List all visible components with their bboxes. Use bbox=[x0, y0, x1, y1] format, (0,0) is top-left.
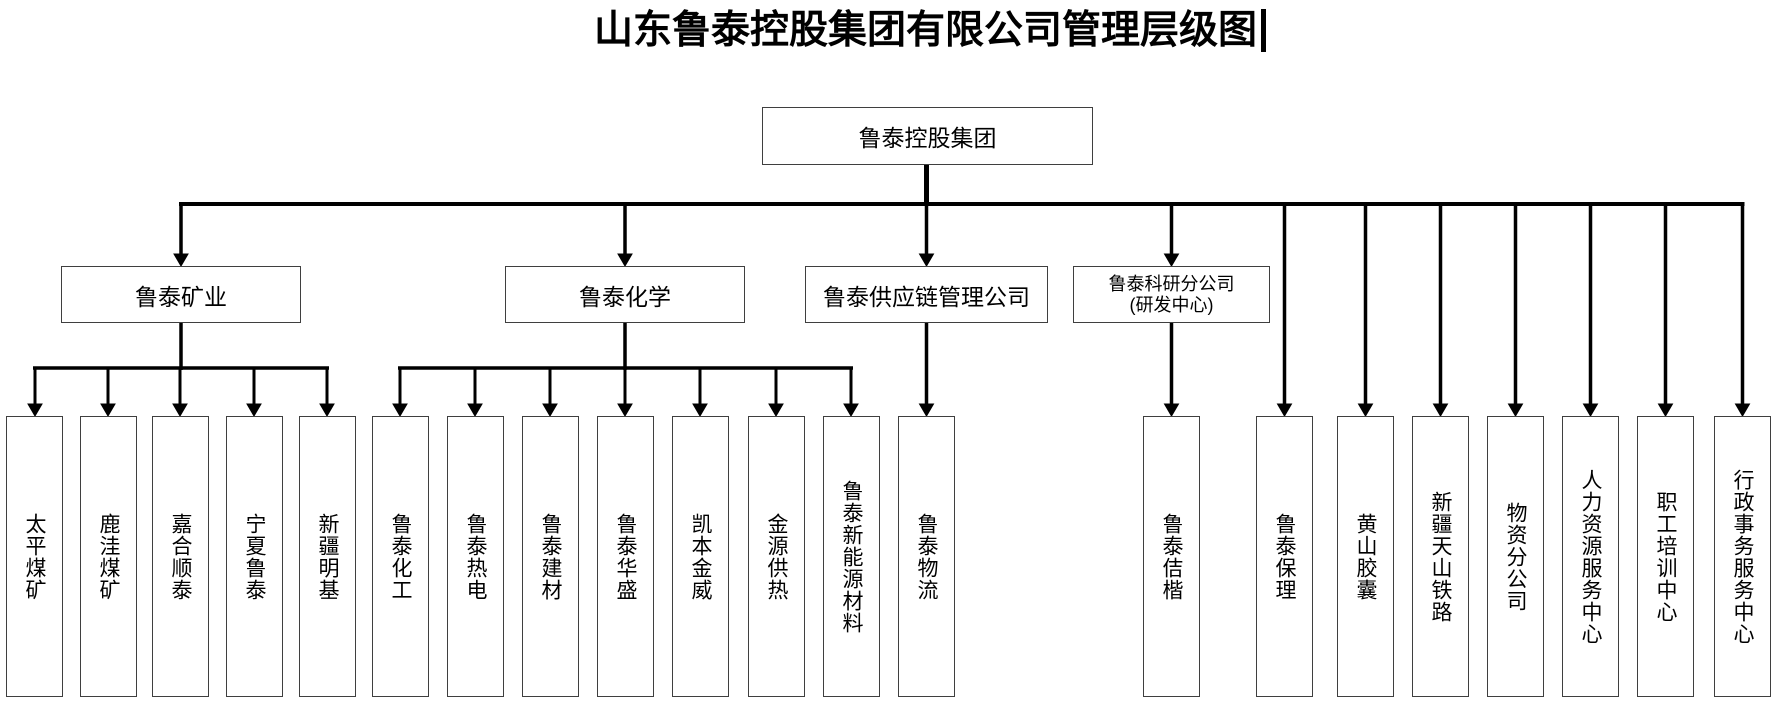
node-label: 太平煤矿 bbox=[23, 512, 46, 601]
research-label-line1: 鲁泰科研分公司 bbox=[1108, 273, 1235, 294]
arrowhead-down-icon bbox=[392, 403, 408, 417]
node-kaiben-jinwei: 凯本金威 bbox=[672, 416, 729, 697]
node-lutai-supply-chain: 鲁泰供应链管理公司 bbox=[805, 266, 1048, 323]
arrowhead-down-icon bbox=[1734, 403, 1751, 417]
chart-title: 山东鲁泰控股集团有限公司管理层级图 bbox=[594, 9, 1258, 52]
node-label: 人力资源服务中心 bbox=[1579, 468, 1602, 645]
node-label: 凯本金威 bbox=[689, 512, 712, 601]
arrowhead-down-icon bbox=[1432, 403, 1449, 417]
node-lutai-jikai: 鲁泰佶楷 bbox=[1143, 416, 1200, 697]
node-label: 职工培训中心 bbox=[1654, 490, 1677, 623]
node-hr-service-center: 人力资源服务中心 bbox=[1562, 416, 1619, 697]
connector-group bbox=[27, 165, 1751, 417]
arrowhead-down-icon bbox=[172, 403, 188, 417]
node-jiahe-shuntai: 嘉合顺泰 bbox=[152, 416, 209, 697]
node-jinyuan-heating: 金源供热 bbox=[748, 416, 805, 697]
node-label: 鹿洼煤矿 bbox=[97, 512, 120, 601]
node-huangshan-capsule: 黄山胶囊 bbox=[1337, 416, 1394, 697]
node-label: 新疆天山铁路 bbox=[1429, 490, 1452, 623]
node-lutai-mining: 鲁泰矿业 bbox=[61, 266, 301, 323]
node-admin-affairs-service-center: 行政事务服务中心 bbox=[1714, 416, 1771, 697]
arrowhead-down-icon bbox=[918, 403, 935, 417]
arrowhead-down-icon bbox=[173, 253, 189, 267]
arrowhead-down-icon bbox=[319, 403, 335, 417]
node-xinjiang-tianshan-railway: 新疆天山铁路 bbox=[1412, 416, 1469, 697]
node-xinjiang-mingji: 新疆明基 bbox=[299, 416, 356, 697]
node-lutai-huasheng: 鲁泰华盛 bbox=[597, 416, 654, 697]
arrowhead-down-icon bbox=[918, 253, 935, 267]
arrowhead-down-icon bbox=[692, 403, 708, 417]
arrowhead-down-icon bbox=[843, 403, 859, 417]
node-taiping-coal-mine: 太平煤矿 bbox=[6, 416, 63, 697]
node-label: 黄山胶囊 bbox=[1354, 512, 1377, 601]
node-label: 宁夏鲁泰 bbox=[243, 512, 266, 601]
node-label: 鲁泰物流 bbox=[915, 512, 938, 601]
arrowhead-down-icon bbox=[1582, 403, 1599, 417]
arrowhead-down-icon bbox=[1657, 403, 1674, 417]
node-lutai-factoring: 鲁泰保理 bbox=[1256, 416, 1313, 697]
arrowhead-down-icon bbox=[1276, 403, 1293, 417]
node-label: 鲁泰佶楷 bbox=[1160, 512, 1183, 601]
node-lutai-chemistry: 鲁泰化学 bbox=[505, 266, 745, 323]
node-label: 行政事务服务中心 bbox=[1731, 468, 1754, 645]
node-staff-training-center: 职工培训中心 bbox=[1637, 416, 1694, 697]
node-label: 新疆明基 bbox=[316, 512, 339, 601]
node-label: 物资分公司 bbox=[1504, 501, 1527, 612]
title-cursor-bar bbox=[1261, 9, 1266, 52]
node-ningxia-lutai: 宁夏鲁泰 bbox=[226, 416, 283, 697]
node-lutai-chemical: 鲁泰化工 bbox=[372, 416, 429, 697]
arrowhead-down-icon bbox=[467, 403, 483, 417]
node-lutai-holding-group: 鲁泰控股集团 bbox=[762, 107, 1093, 165]
node-lutai-logistics: 鲁泰物流 bbox=[898, 416, 955, 697]
node-label: 金源供热 bbox=[765, 512, 788, 601]
arrowhead-down-icon bbox=[542, 403, 558, 417]
node-lutai-new-energy-materials: 鲁泰新能源材料 bbox=[823, 416, 880, 697]
node-label: 鲁泰保理 bbox=[1273, 512, 1296, 601]
node-label: 鲁泰新能源材料 bbox=[840, 479, 863, 634]
node-lutai-research-branch: 鲁泰科研分公司 (研发中心) bbox=[1073, 266, 1270, 323]
node-label: 鲁泰化工 bbox=[389, 512, 412, 601]
node-materials-branch: 物资分公司 bbox=[1487, 416, 1544, 697]
node-label: 鲁泰建材 bbox=[539, 512, 562, 601]
arrowhead-down-icon bbox=[1163, 253, 1180, 267]
node-lutai-thermal-power: 鲁泰热电 bbox=[447, 416, 504, 697]
node-label: 鲁泰华盛 bbox=[614, 512, 637, 601]
arrowhead-down-icon bbox=[617, 253, 633, 267]
arrowhead-down-icon bbox=[246, 403, 262, 417]
node-lutai-building-materials: 鲁泰建材 bbox=[522, 416, 579, 697]
arrowhead-down-icon bbox=[1357, 403, 1374, 417]
arrowhead-down-icon bbox=[1163, 403, 1180, 417]
node-label: 鲁泰热电 bbox=[464, 512, 487, 601]
arrowhead-down-icon bbox=[100, 403, 116, 417]
research-label-line2: (研发中心) bbox=[1129, 294, 1214, 315]
arrowhead-down-icon bbox=[1507, 403, 1524, 417]
node-luwa-coal-mine: 鹿洼煤矿 bbox=[80, 416, 137, 697]
arrowhead-down-icon bbox=[768, 403, 784, 417]
arrowhead-down-icon bbox=[27, 403, 43, 417]
arrowhead-down-icon bbox=[617, 403, 633, 417]
node-label: 嘉合顺泰 bbox=[169, 512, 192, 601]
